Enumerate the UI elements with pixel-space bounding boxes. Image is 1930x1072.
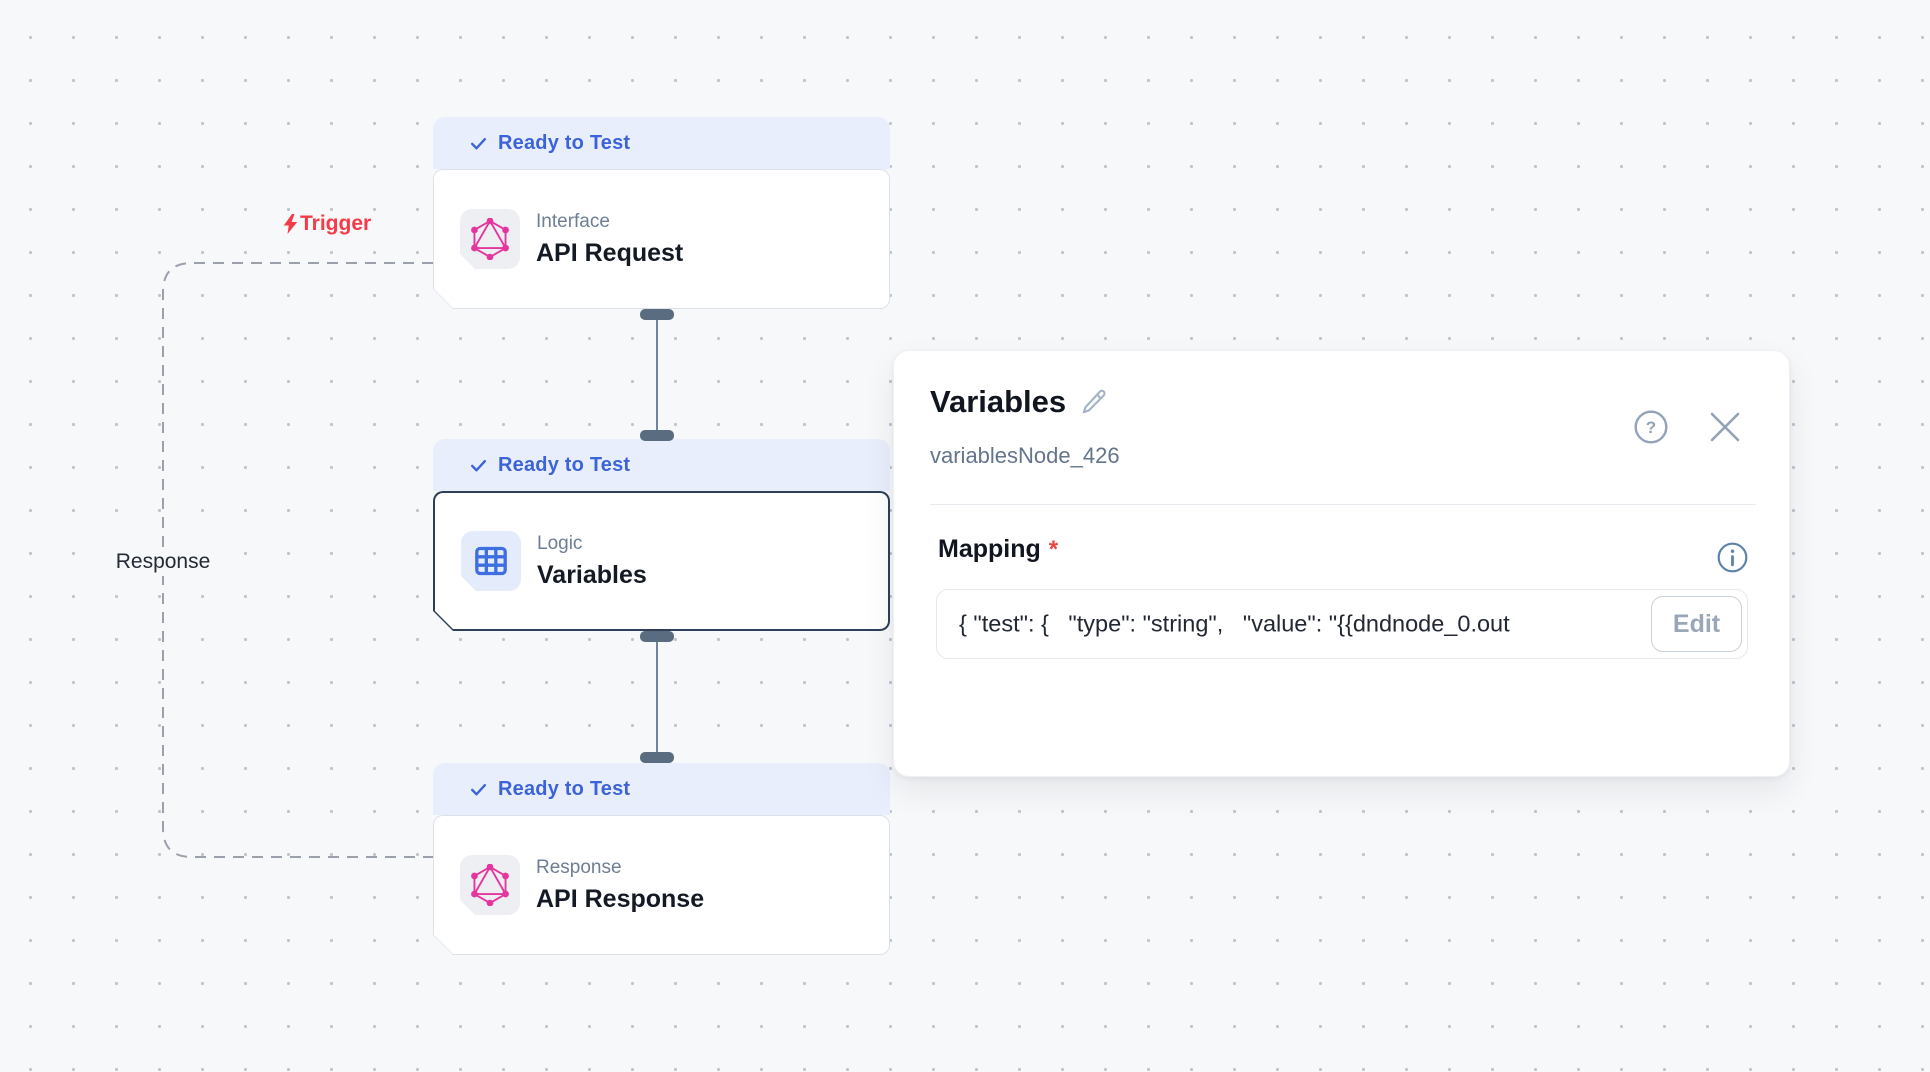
required-marker: *	[1048, 536, 1059, 563]
mapping-value-field[interactable]: { "test": { "type": "string", "value": "…	[936, 589, 1748, 659]
connector-handle[interactable]	[640, 631, 674, 642]
edit-button[interactable]: Edit	[1651, 596, 1742, 652]
check-icon	[470, 783, 487, 795]
close-icon[interactable]	[1707, 409, 1743, 445]
svg-text:?: ?	[1646, 418, 1656, 437]
connector-handle[interactable]	[640, 309, 674, 320]
status-badge: Ready to Test	[433, 117, 890, 169]
node-title: API Request	[536, 238, 684, 267]
status-badge-text: Ready to Test	[498, 453, 631, 476]
mapping-label: Mapping	[938, 535, 1041, 563]
node-icon-tile	[461, 531, 521, 591]
node-variables[interactable]: Ready to Test Logic Variables	[433, 439, 890, 631]
status-badge-text: Ready to Test	[498, 777, 631, 800]
node-title: API Response	[536, 884, 705, 913]
node-title: Variables	[537, 560, 647, 589]
trigger-label-text: Trigger	[300, 212, 372, 235]
graphql-icon	[469, 864, 511, 906]
edit-pencil-icon[interactable]	[1080, 388, 1108, 416]
trigger-label: Trigger	[283, 212, 371, 236]
node-api-response[interactable]: Ready to Test Response API Response	[433, 763, 890, 955]
node-icon-tile	[460, 209, 520, 269]
info-icon[interactable]	[1716, 541, 1749, 574]
panel-title: Variables	[930, 384, 1067, 419]
node-category: Logic	[537, 532, 583, 554]
connector-handle[interactable]	[640, 430, 674, 441]
node-category: Interface	[536, 210, 610, 232]
status-badge-text: Ready to Test	[498, 131, 631, 154]
node-icon-tile	[460, 855, 520, 915]
panel-node-id: variablesNode_426	[930, 443, 1120, 468]
check-icon	[470, 459, 487, 471]
check-icon	[470, 137, 487, 149]
table-icon	[471, 541, 511, 581]
connector-handle[interactable]	[640, 752, 674, 763]
node-category: Response	[536, 856, 622, 878]
response-label: Response	[105, 548, 221, 576]
panel-divider	[930, 504, 1756, 505]
node-details-panel: Variables variablesNode_426 ? Mapping *	[893, 350, 1790, 777]
mapping-value-text: { "test": { "type": "string", "value": "…	[959, 610, 1510, 637]
graphql-icon	[469, 218, 511, 260]
help-icon[interactable]: ?	[1633, 409, 1669, 445]
lightning-bolt-icon	[283, 214, 298, 234]
status-badge: Ready to Test	[433, 439, 890, 491]
node-api-request[interactable]: Ready to Test Interface API Request	[433, 117, 890, 309]
status-badge: Ready to Test	[433, 763, 890, 815]
